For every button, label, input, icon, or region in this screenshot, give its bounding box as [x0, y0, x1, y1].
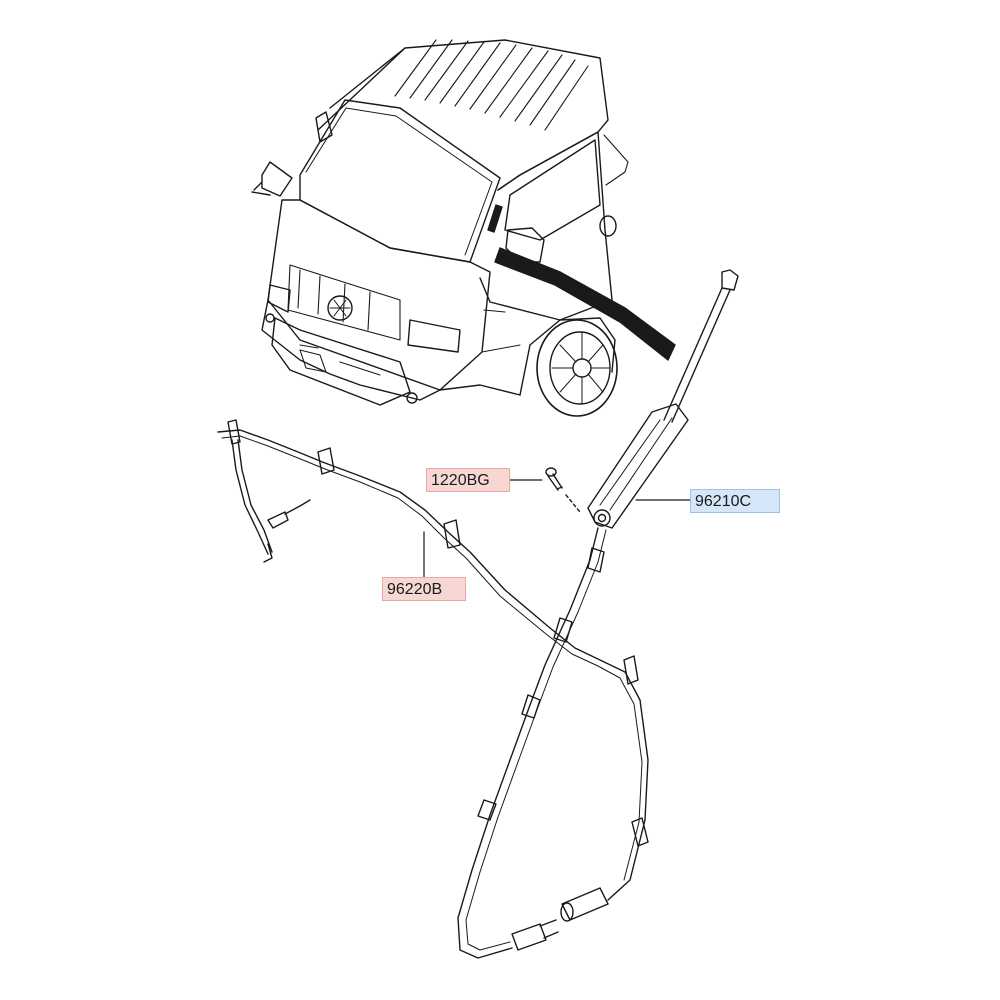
cable-clip	[631, 817, 649, 847]
bottom-sleeve	[561, 887, 609, 921]
antenna-base-housing	[587, 403, 689, 529]
truck-roof	[317, 39, 609, 191]
leader-lines	[423, 479, 691, 578]
wheel-arch	[519, 317, 616, 396]
front-face	[267, 199, 491, 391]
antenna-pole-assembly-96210C	[587, 269, 739, 529]
left-connector	[267, 499, 311, 529]
windshield	[299, 99, 501, 263]
side-window	[504, 139, 601, 241]
headlight-right	[407, 319, 461, 353]
part-label-96220B[interactable]: 96220B	[382, 577, 466, 601]
feeder-cable-96220B	[217, 419, 649, 959]
part-label-96210C[interactable]: 96210C	[690, 489, 780, 513]
antenna-tip	[721, 269, 739, 291]
right-mirror	[505, 227, 545, 263]
front-wheel	[536, 319, 618, 417]
antenna-mast	[663, 287, 731, 423]
roof-ribs	[394, 39, 589, 131]
truck-illustration	[251, 39, 676, 417]
antenna-mount-nut	[593, 509, 611, 527]
headlight-left	[267, 284, 291, 313]
door	[479, 131, 613, 321]
emblem	[327, 295, 353, 321]
cable-clip	[227, 419, 241, 445]
part-label-1220BG[interactable]: 1220BG	[426, 468, 510, 492]
left-mirror	[251, 161, 293, 197]
front-bumper	[271, 317, 411, 406]
antenna-lead-band	[494, 247, 676, 361]
bottom-plug	[511, 919, 559, 951]
cable-clip	[623, 655, 639, 685]
cable-clip	[317, 447, 335, 475]
cable-clip	[443, 519, 461, 549]
screw-1220BG	[545, 467, 581, 513]
grille	[287, 264, 401, 341]
